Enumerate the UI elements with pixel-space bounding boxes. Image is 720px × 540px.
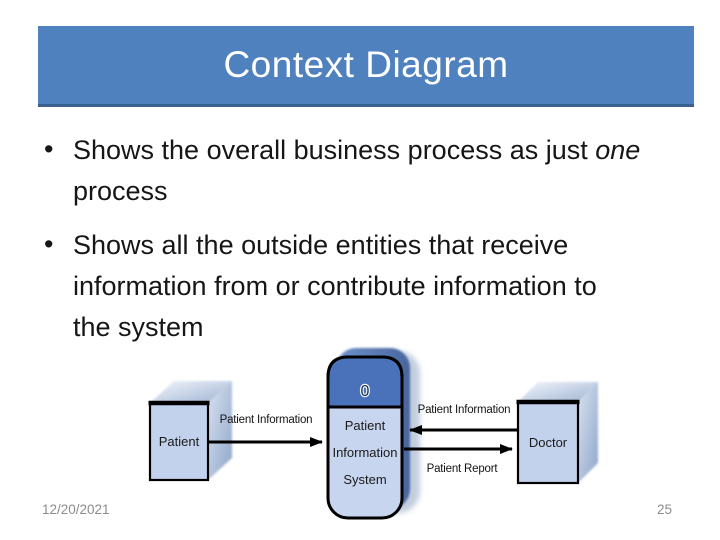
entity-patient-box: Patient xyxy=(148,381,232,482)
flow-label-patient-report: Patient Report xyxy=(427,463,499,475)
slide-date: 12/20/2021 xyxy=(42,502,110,517)
process-shape: 0 0 Patient Information System xyxy=(326,348,420,520)
process-name-line2: Information xyxy=(332,445,397,460)
bullet2-line3: the system xyxy=(73,312,204,342)
entity-patient-label: Patient xyxy=(159,434,200,449)
bullet-item-2: Shows all the outside entities that rece… xyxy=(42,224,687,348)
bullet2-line2: information from or contribute informati… xyxy=(73,271,597,301)
process-name-line1: Patient xyxy=(345,418,386,433)
bullet2-line1: Shows all the outside entities that rece… xyxy=(73,230,569,260)
process-number: 0 xyxy=(361,383,370,400)
bullet1-line2: process xyxy=(73,176,168,206)
data-flows: Patient Information Patient Information … xyxy=(208,404,518,475)
entity-doctor-label: Doctor xyxy=(529,435,568,450)
entity-patient-3d-faces xyxy=(150,381,232,480)
context-diagram-canvas: Patient Doctor 0 0 Patient xyxy=(148,348,598,520)
flow-label-patient-information-right: Patient Information xyxy=(418,404,511,416)
bullet1-italic-word: one xyxy=(595,135,641,165)
slide-title: Context Diagram xyxy=(223,44,509,85)
context-diagram: Patient Doctor 0 0 Patient xyxy=(120,335,600,530)
bullet-list: Shows the overall business process as ju… xyxy=(42,129,687,361)
entity-doctor-box: Doctor xyxy=(516,382,598,485)
process-name-line3: System xyxy=(343,472,386,487)
slide-title-bar: Context Diagram xyxy=(38,26,694,107)
bullet-item-1: Shows the overall business process as ju… xyxy=(42,129,687,212)
entity-doctor-3d-faces xyxy=(518,382,598,483)
flow-label-patient-information-left: Patient Information xyxy=(220,414,313,426)
process-number-halo: 0 xyxy=(361,383,370,400)
slide-page-number: 25 xyxy=(656,502,672,517)
process-number-band xyxy=(326,355,404,409)
bullet1-text: Shows the overall business process as ju… xyxy=(73,135,596,165)
